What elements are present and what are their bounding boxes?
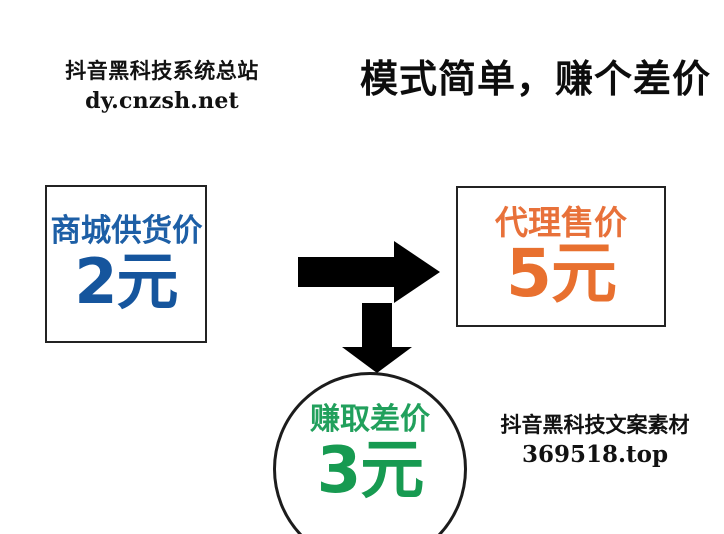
arrow-down-icon [342, 303, 412, 373]
profit-label: 赚取差价 [310, 402, 430, 437]
page-title: 模式简单，赚个差价 [360, 57, 712, 101]
supply-price-amount: 2元 [74, 244, 178, 318]
brand-bottom-right-domain: 369518.top [521, 441, 669, 469]
profit-circle: 赚取差价 3元 [273, 372, 467, 534]
arrow-right-icon [298, 241, 440, 303]
agent-price-box: 代理售价 5元 [456, 186, 666, 327]
brand-bottom-right-name: 抖音黑科技文案素材 [500, 413, 690, 437]
profit-amount: 3元 [316, 434, 425, 508]
agent-price-amount: 5元 [506, 235, 617, 312]
agent-price-label: 代理售价 [495, 203, 627, 242]
supply-price-label: 商城供货价 [50, 212, 202, 249]
supply-price-box: 商城供货价 2元 [45, 185, 207, 343]
brand-top-left-name: 抖音黑科技系统总站 [65, 59, 259, 83]
brand-top-left: 抖音黑科技系统总站 dy.cnzsh.net [22, 58, 302, 116]
brand-top-left-domain: dy.cnzsh.net [85, 88, 239, 115]
brand-bottom-right: 抖音黑科技文案素材 369518.top [470, 412, 720, 470]
